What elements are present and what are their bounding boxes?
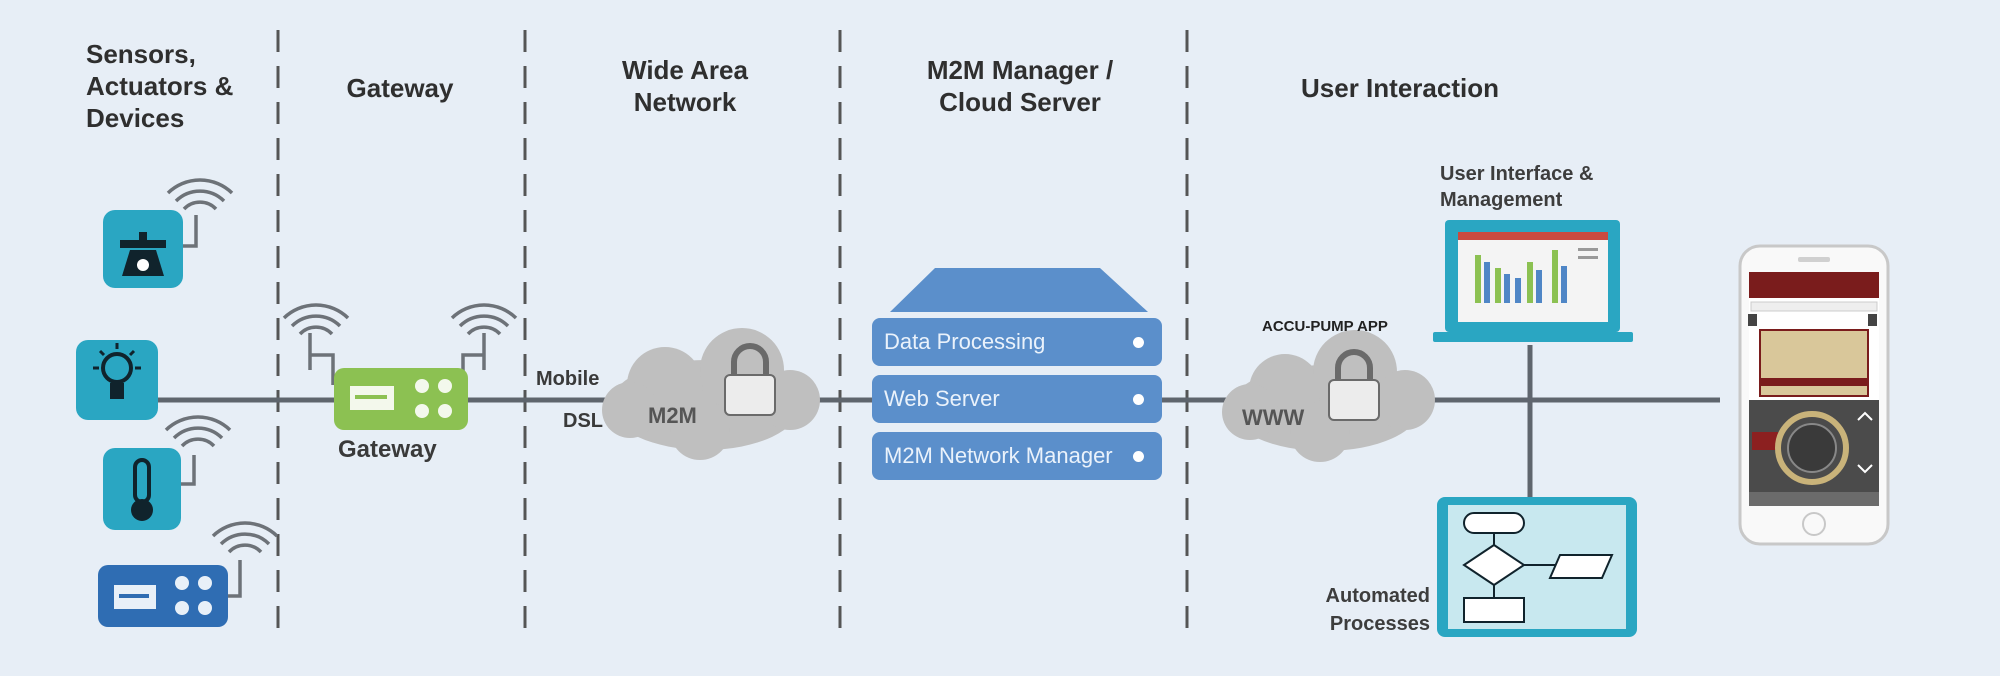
header-line: Cloud Server	[939, 87, 1101, 117]
header-line: Gateway	[346, 73, 454, 103]
server-roof	[890, 268, 1148, 312]
automated-processes-label: Automated Processes	[1300, 582, 1430, 638]
lock-icon	[724, 343, 776, 416]
header-line: Network	[633, 87, 737, 117]
dsl-label: DSL	[563, 410, 603, 432]
smartphone-icon	[1738, 244, 1890, 546]
laptop-icon	[1433, 220, 1633, 342]
column-header-manager: M2M Manager / Cloud Server	[900, 54, 1140, 118]
header-line: Sensors,	[86, 39, 196, 69]
label-line: Processes	[1329, 613, 1430, 635]
cloud-www-label: WWW	[1242, 405, 1305, 430]
server-layer-data-processing: Data Processing	[872, 318, 1162, 366]
column-dividers	[276, 30, 1189, 640]
header-line: Actuators &	[86, 71, 234, 101]
lightbulb-icon	[76, 340, 158, 420]
column-header-wan: Wide Area Network	[600, 54, 770, 118]
thermometer-icon	[103, 415, 232, 530]
gateway-device-icon	[282, 303, 518, 430]
status-dot	[1133, 394, 1144, 405]
scale-icon	[103, 178, 234, 288]
header-line: M2M Manager /	[926, 55, 1114, 85]
server-layer-label: Data Processing	[884, 329, 1046, 354]
column-header-devices: Sensors, Actuators & Devices	[86, 38, 233, 134]
status-dot	[1133, 451, 1144, 462]
server-layer-label: Web Server	[884, 386, 1000, 411]
server-layer-m2m-network-manager: M2M Network Manager	[872, 432, 1162, 480]
label-line: User Interface &	[1440, 163, 1594, 185]
status-dot	[1133, 337, 1144, 348]
server-layer-label: M2M Network Manager	[884, 443, 1113, 468]
flowchart-icon	[1437, 497, 1637, 637]
gateway-device-label: Gateway	[338, 436, 437, 463]
column-header-user: User Interaction	[1270, 72, 1530, 104]
m2m-cloud-icon	[602, 328, 820, 460]
lock-icon	[1328, 349, 1380, 421]
controller-icon	[98, 521, 279, 627]
mobile-label: Mobile	[536, 368, 600, 390]
header-line: Devices	[86, 103, 185, 133]
column-header-gateway: Gateway	[330, 72, 470, 104]
ui-management-label: User Interface & Management	[1440, 161, 1593, 213]
label-line: Management	[1440, 189, 1563, 211]
header-line: User Interaction	[1301, 73, 1499, 103]
header-line: Wide Area	[622, 55, 748, 85]
cloud-m2m-label: M2M	[648, 403, 697, 428]
label-line: Automated	[1325, 585, 1430, 607]
server-layer-web-server: Web Server	[872, 375, 1162, 423]
app-label: ACCU-PUMP APP	[1262, 318, 1388, 335]
